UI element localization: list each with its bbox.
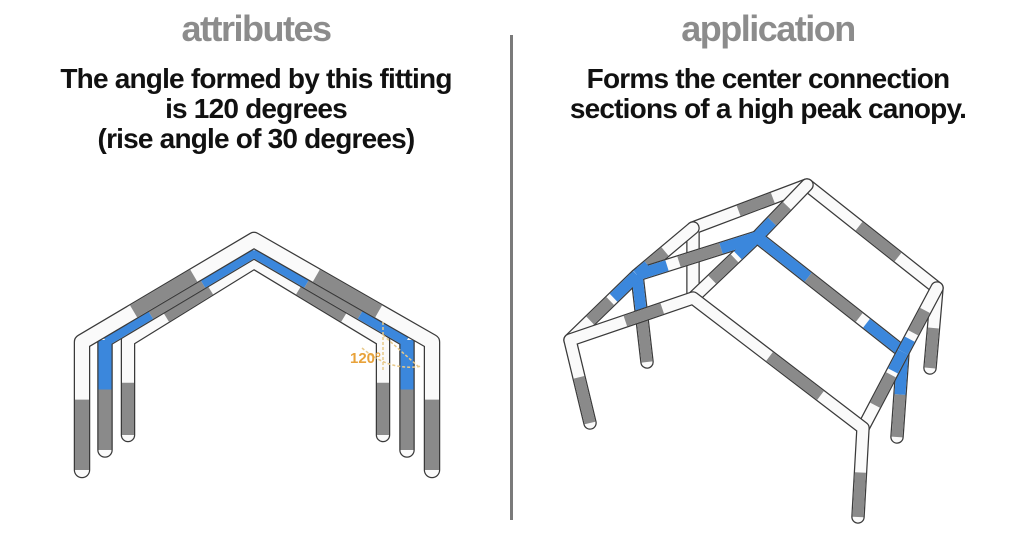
front-gable-outline [563, 291, 870, 524]
canopy-perspective-diagram [563, 178, 944, 524]
pipe-segment [586, 297, 615, 325]
middle-gable [631, 231, 909, 443]
pipe-segment [736, 192, 775, 216]
angle-arc [361, 347, 423, 368]
pipe-segment [296, 284, 348, 322]
corner-fitting [863, 318, 907, 357]
application-heading: application [681, 8, 856, 49]
corner-fitting [101, 307, 154, 346]
corner-fitting [357, 307, 411, 346]
attributes-panel: attributes The angle formed by this fitt… [0, 8, 512, 154]
pipe-segment [130, 269, 198, 318]
corner-fitting [633, 261, 652, 280]
pipe-segment [908, 307, 930, 336]
pipe-segment [304, 276, 365, 319]
pipe-segment [636, 317, 653, 363]
angle-marker: 120° [350, 322, 423, 370]
description-line: The angle formed by this fitting [60, 63, 452, 94]
inner-frame [122, 256, 389, 441]
pipe-segment [804, 272, 863, 322]
front-gable [564, 292, 869, 523]
description-line: is 120 degrees [165, 93, 348, 124]
pipe-segment [852, 472, 866, 518]
application-description: Forms the center connection sections of … [512, 64, 1024, 124]
panel-divider [510, 35, 513, 520]
pipe-segment [924, 327, 939, 369]
application-panel: application Forms the center connection … [512, 0, 1024, 542]
pipe-segment [768, 201, 791, 226]
pipe-segment [855, 221, 902, 262]
pipe-segment [312, 269, 383, 318]
peak-fitting-ridge [753, 217, 776, 241]
angle-label: 120° [350, 350, 381, 367]
front-view-frame-diagram [73, 231, 441, 479]
attributes-heading: attributes [181, 8, 332, 49]
corner-fitting [898, 336, 915, 355]
pipe-segment [677, 243, 723, 267]
pipe-segment [623, 303, 665, 327]
description-line: Forms the center connection [586, 63, 951, 94]
pipe-segment [708, 254, 739, 284]
attributes-description: The angle formed by this fitting is 120 … [0, 64, 512, 154]
corner-fitting [609, 271, 641, 302]
pipe-segment [162, 284, 214, 322]
pipe-segment [891, 394, 906, 438]
pipe-segment [146, 276, 206, 319]
pipe-segment [870, 372, 896, 408]
peak-fitting-right [250, 245, 311, 288]
pipe-segment [766, 352, 824, 400]
description-line: sections of a high peak canopy. [569, 93, 967, 124]
corner-fitting [888, 349, 908, 374]
peak-fitting-left [198, 245, 258, 288]
pipe-segment [573, 376, 596, 425]
peak-fitting-right [753, 232, 812, 282]
peak-fitting-ridge [734, 233, 761, 260]
description-line: (rise angle of 30 degrees) [97, 123, 416, 154]
pipe-segment [644, 247, 669, 270]
outer-frame [75, 233, 439, 477]
